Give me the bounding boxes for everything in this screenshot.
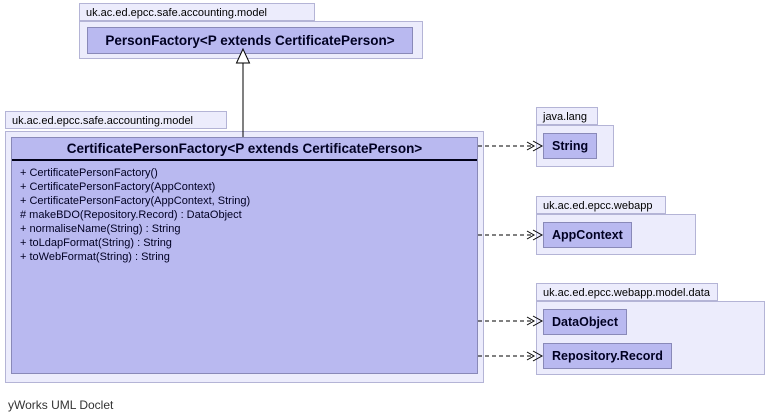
yworks-doclet-label: yWorks UML Doclet [8, 398, 114, 412]
method-constructor-appcontext-string[interactable]: + CertificatePersonFactory(AppContext, S… [20, 195, 251, 207]
dependency-arrow-repository-record [478, 350, 544, 362]
method-list: + CertificatePersonFactory() + Certifica… [12, 161, 477, 264]
package-tab-accounting-model-main: uk.ac.ed.epcc.safe.accounting.model [5, 111, 227, 129]
class-certificate-person-factory[interactable]: CertificatePersonFactory<P extends Certi… [11, 137, 478, 374]
dependency-arrow-dataobject [478, 315, 544, 327]
package-tab-accounting-model-top: uk.ac.ed.epcc.safe.accounting.model [79, 3, 315, 21]
class-string[interactable]: String [543, 133, 598, 159]
class-title[interactable]: CertificatePersonFactory<P extends Certi… [12, 138, 477, 161]
package-tab-webapp: uk.ac.ed.epcc.webapp [536, 196, 666, 214]
package-tab-java-lang: java.lang [536, 107, 598, 125]
dependency-arrow-appcontext [478, 229, 544, 241]
method-towebformat[interactable]: + toWebFormat(String) : String [20, 251, 170, 263]
method-makebdo[interactable]: # makeBDO(Repository.Record) : DataObjec… [20, 209, 242, 221]
package-tab-webapp-model-data: uk.ac.ed.epcc.webapp.model.data [536, 283, 718, 301]
method-normalisename[interactable]: + normaliseName(String) : String [20, 223, 181, 235]
dependency-arrow-string [478, 140, 544, 152]
method-toldapformat[interactable]: + toLdapFormat(String) : String [20, 237, 172, 249]
method-constructor[interactable]: + CertificatePersonFactory() [20, 167, 158, 179]
method-constructor-appcontext[interactable]: + CertificatePersonFactory(AppContext) [20, 181, 216, 193]
class-repository-record[interactable]: Repository.Record [543, 343, 672, 369]
generalization-arrow [235, 47, 251, 137]
class-person-factory[interactable]: PersonFactory<P extends CertificatePerso… [87, 27, 413, 54]
class-dataobject[interactable]: DataObject [543, 309, 627, 335]
class-appcontext[interactable]: AppContext [543, 222, 632, 248]
